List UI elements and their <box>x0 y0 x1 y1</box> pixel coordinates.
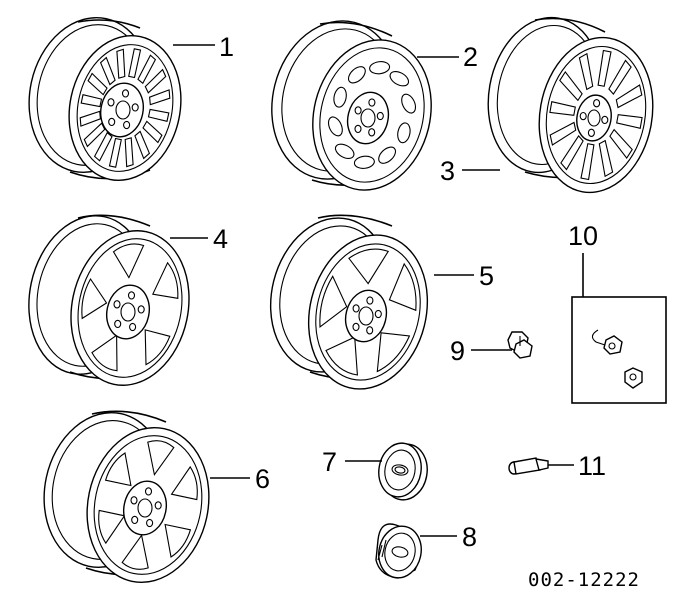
valve-stem-11-drawing <box>508 457 549 475</box>
callout-labels: 1 2 3 4 5 6 7 8 9 10 11 002-12222 <box>213 32 640 591</box>
wheel-2-drawing <box>271 20 432 191</box>
wheel-1-drawing <box>28 16 182 182</box>
callout-9: 9 <box>450 336 465 366</box>
center-cap-7-drawing <box>378 442 428 501</box>
callout-10: 10 <box>568 221 598 251</box>
callout-3: 3 <box>440 156 455 186</box>
callout-4: 4 <box>213 224 228 254</box>
leader-lines <box>170 44 584 537</box>
wheel-4-drawing <box>28 214 190 386</box>
callout-6: 6 <box>255 464 270 494</box>
center-cap-8-drawing <box>375 523 422 579</box>
callout-1: 1 <box>219 32 234 62</box>
callout-11: 11 <box>578 451 606 481</box>
callout-2: 2 <box>463 42 478 72</box>
callout-7: 7 <box>322 447 337 477</box>
drawing-code: 002-12222 <box>528 569 640 591</box>
wheel-6-drawing <box>43 410 210 584</box>
lug-nut-9-drawing <box>507 331 533 359</box>
locking-kit-10-drawing <box>571 296 667 404</box>
wheel-5-drawing <box>269 214 429 390</box>
wheel-3-drawing <box>487 16 654 194</box>
callout-8: 8 <box>462 522 477 552</box>
callout-5: 5 <box>479 261 494 291</box>
